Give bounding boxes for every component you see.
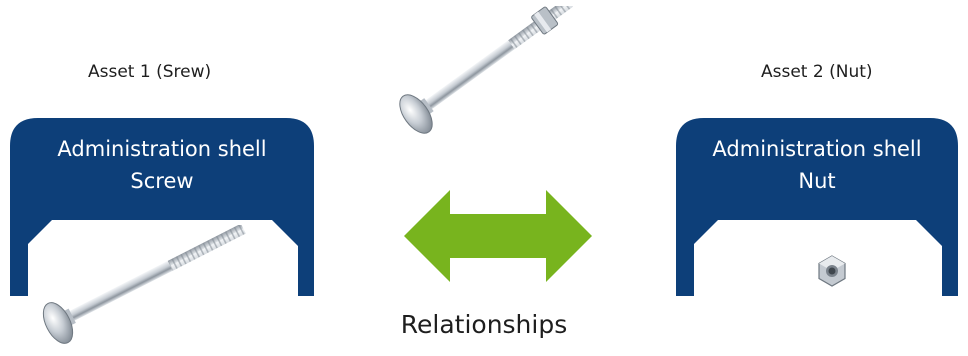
shell-subtitle: Screw (10, 165, 314, 197)
shell-title-line: Administration shell (676, 133, 958, 165)
asset-2-label: Asset 2 (Nut) (761, 62, 873, 82)
shell-title: Administration shell Nut (676, 133, 958, 197)
shell-title: Administration shell Screw (10, 133, 314, 197)
double-arrow-icon (404, 190, 592, 282)
shell-subtitle: Nut (676, 165, 958, 197)
shell-title-line: Administration shell (10, 133, 314, 165)
asset-1-label: Asset 1 (Srew) (88, 62, 211, 82)
relationships-label: Relationships (0, 310, 968, 339)
bolt-with-nut-image (380, 6, 605, 146)
nut-image (815, 254, 849, 288)
